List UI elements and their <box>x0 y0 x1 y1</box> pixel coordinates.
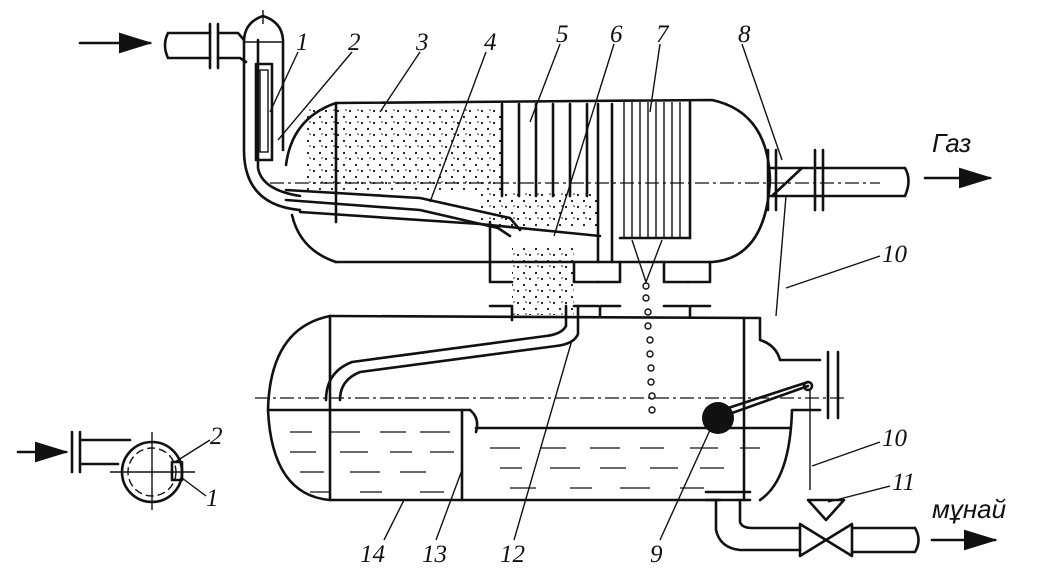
label-10-top: 10 <box>882 241 908 268</box>
labels: 1 2 3 4 5 6 7 8 10 10 11 9 12 13 14 2 1 … <box>206 21 1006 568</box>
inlet-pipe <box>78 22 248 70</box>
leader-lines <box>174 43 891 541</box>
label-4: 4 <box>484 29 497 56</box>
label-9: 9 <box>650 541 663 568</box>
label-1: 1 <box>296 29 309 56</box>
label-3: 3 <box>415 29 429 56</box>
label-10-bottom: 10 <box>882 425 908 452</box>
lower-vessel <box>255 314 848 502</box>
inclined-tray <box>284 188 602 238</box>
label-inset-2: 2 <box>210 423 223 450</box>
label-14: 14 <box>360 541 385 568</box>
gas-outlet <box>766 148 993 212</box>
downcomer-pipe <box>324 304 580 402</box>
label-inset-1: 1 <box>206 485 219 512</box>
label-2: 2 <box>348 29 361 56</box>
oil-outlet <box>704 490 998 558</box>
cyclone-head <box>242 10 302 212</box>
control-linkage <box>775 195 811 490</box>
label-12: 12 <box>500 541 525 568</box>
label-6: 6 <box>610 21 623 48</box>
inlet-cross-section <box>16 430 195 510</box>
liquid-level <box>268 408 792 502</box>
label-13: 13 <box>422 541 447 568</box>
label-7: 7 <box>656 21 670 48</box>
label-5: 5 <box>556 21 569 48</box>
baffle-plates <box>500 102 614 264</box>
mist-extractor <box>618 100 692 285</box>
upper-vessel <box>270 98 880 264</box>
label-11: 11 <box>892 469 915 496</box>
vessel-connectors <box>488 245 712 322</box>
float-lever <box>702 380 814 434</box>
droplets <box>642 282 656 414</box>
label-gas: Газ <box>932 128 971 158</box>
label-oil: мұнай <box>932 494 1006 524</box>
label-8: 8 <box>738 21 751 48</box>
